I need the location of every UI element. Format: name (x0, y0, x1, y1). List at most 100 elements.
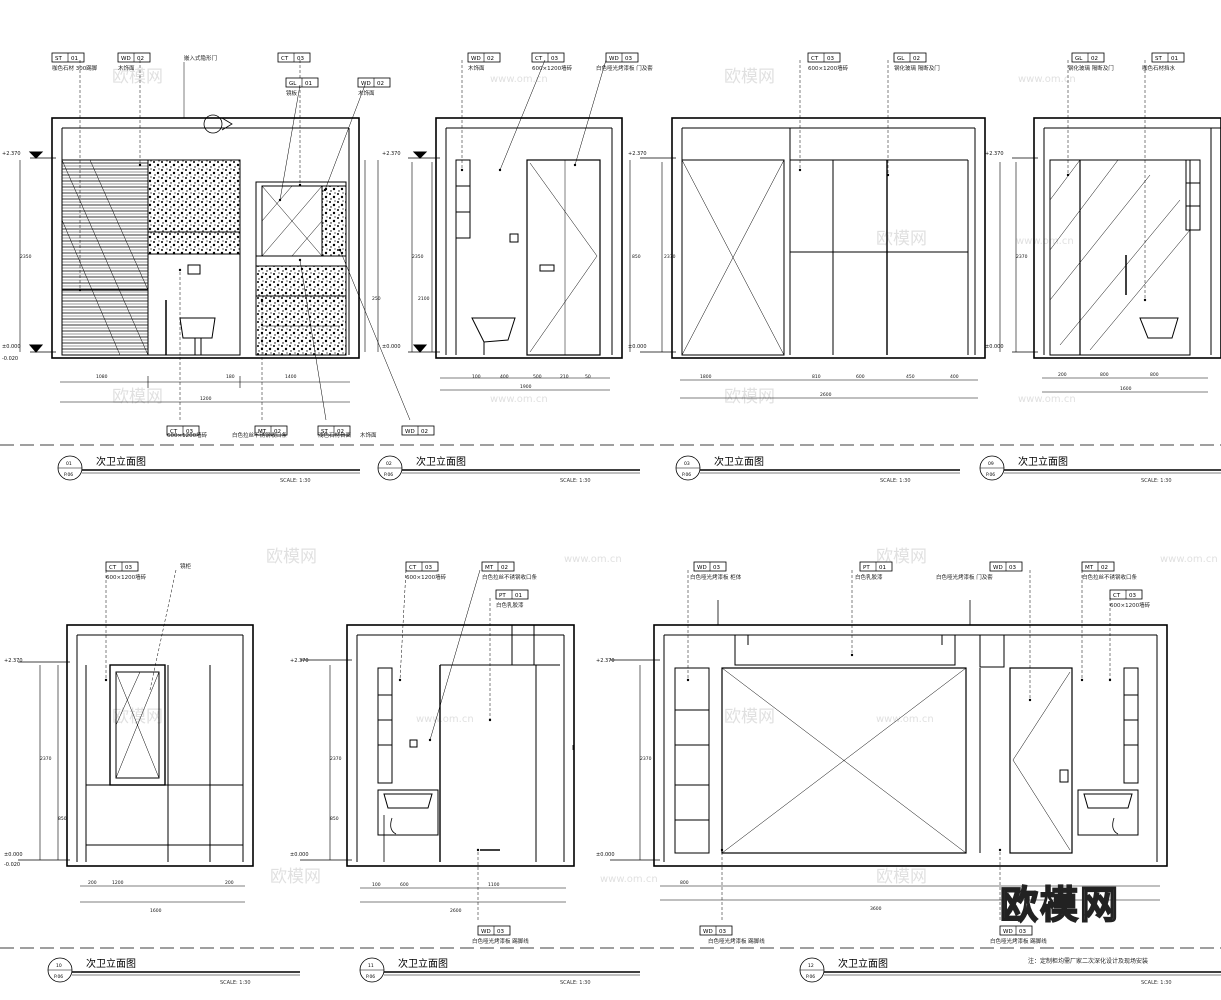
material-tag: PT 01 白色乳胶漆 (488, 589, 529, 722)
dimension-value: 1200 (112, 880, 124, 886)
material-number: 01 (515, 593, 522, 599)
material-leader-dot (178, 268, 182, 272)
level-value: +2.370 (985, 151, 1004, 157)
dimension-value: 400 (500, 374, 509, 380)
watermark-text: 欧模网 (876, 229, 927, 249)
material-description: 600×1200墙砖 (808, 64, 849, 72)
material-description: 木饰面 (468, 64, 485, 72)
hidden-door-note: 嵌入式隐形门 (184, 54, 217, 62)
watermark-text: 欧模网 (724, 387, 775, 407)
dimension-value: 1100 (488, 882, 500, 888)
material-number: 02 (1091, 56, 1098, 62)
elevation-03 (640, 117, 1001, 399)
material-code: WD (471, 56, 481, 62)
level-value: +2.370 (628, 151, 647, 157)
material-number: 02 (274, 429, 281, 435)
material-number: 03 (551, 56, 558, 62)
material-code: PT (499, 593, 506, 599)
drawing-title: 次卫立面图 (416, 455, 466, 468)
dimension-value: 2350 (20, 254, 32, 260)
material-leader-dot (498, 168, 502, 172)
material-number: 03 (713, 565, 720, 571)
material-description: 白色哑光烤漆板 踢脚线 (472, 937, 529, 945)
material-code: WD (361, 81, 371, 87)
drawing-sheet-ref: P.06 (986, 472, 995, 478)
dimension-value: 800 (680, 880, 689, 886)
material-number: 03 (719, 929, 726, 935)
dimension-value: 2370 (1016, 254, 1028, 260)
dimension-value: 2370 (664, 254, 676, 260)
material-leader-dot (476, 848, 480, 852)
material-number: 03 (625, 56, 632, 62)
material-number: 03 (1129, 593, 1136, 599)
material-code: WD (703, 929, 713, 935)
watermark-text: www.om.cn (1018, 74, 1076, 85)
material-leader-dot (998, 848, 1002, 852)
dimension-value: 1800 (700, 374, 712, 380)
material-description: 浅色石材台面 (318, 431, 352, 439)
drawing-scale: SCALE: 1:30 (560, 980, 591, 986)
material-description: 钢化玻璃 隔断及门 (894, 64, 940, 72)
drawing-sheet-ref: P.06 (384, 472, 393, 478)
material-code: CT (811, 56, 819, 62)
material-code: CT (109, 565, 117, 571)
material-description: 白色乳胶漆 (496, 601, 524, 609)
watermark-text: www.om.cn (1018, 394, 1076, 405)
material-leader-dot (686, 678, 690, 682)
level-value: -0.020 (4, 862, 20, 868)
drawing-title: 次卫立面图 (398, 957, 448, 970)
material-leader-dot (1066, 173, 1070, 177)
material-leader-dot (1143, 298, 1147, 302)
dimension-value: 2370 (640, 756, 652, 762)
drawing-number: 11 (368, 963, 374, 969)
dimension-value: 250 (372, 296, 381, 302)
dimension-value: 200 (88, 880, 97, 886)
drawing-scale: SCALE: 1:30 (1141, 478, 1172, 484)
dimension-value: 450 (906, 374, 915, 380)
level-value: ±0.000 (4, 852, 23, 858)
material-description: 白色哑光烤漆板 踢脚线 (990, 937, 1047, 945)
material-description: 木饰面 (360, 431, 377, 439)
drawing-sheet-ref: P.06 (54, 974, 63, 980)
drawing-scale: SCALE: 1:30 (1141, 980, 1172, 986)
material-leader-dot (886, 173, 890, 177)
material-leader-dot (488, 718, 492, 722)
dimension-value: 2600 (450, 908, 462, 914)
dimension-value: 200 (225, 880, 234, 886)
dimension-value: 1600 (1120, 386, 1132, 392)
material-number: 03 (497, 929, 504, 935)
material-leader-line (399, 569, 407, 681)
watermark-text: www.om.cn (490, 74, 548, 85)
drawing-sheet-ref: P.06 (682, 472, 691, 478)
dimension-value: 2100 (418, 296, 430, 302)
material-description: 木饰面 (118, 64, 135, 72)
drawing-number: 02 (386, 461, 392, 467)
material-description: 白色哑光烤漆板 门及套 (936, 573, 993, 581)
drawing-title: 次卫立面图 (714, 455, 764, 468)
drawing-scale: SCALE: 1:30 (280, 478, 311, 484)
material-number: 03 (1009, 565, 1016, 571)
watermark-text: 欧模网 (112, 387, 163, 407)
material-number: 02 (501, 565, 508, 571)
drawing-scale: SCALE: 1:30 (220, 980, 251, 986)
material-description: 白色哑光烤漆板 柜体 (690, 573, 742, 581)
material-description: 木饰面 (358, 89, 375, 97)
dimension-value: 800 (1100, 372, 1109, 378)
elevation-01 (19, 114, 379, 403)
material-number: 02 (913, 56, 920, 62)
